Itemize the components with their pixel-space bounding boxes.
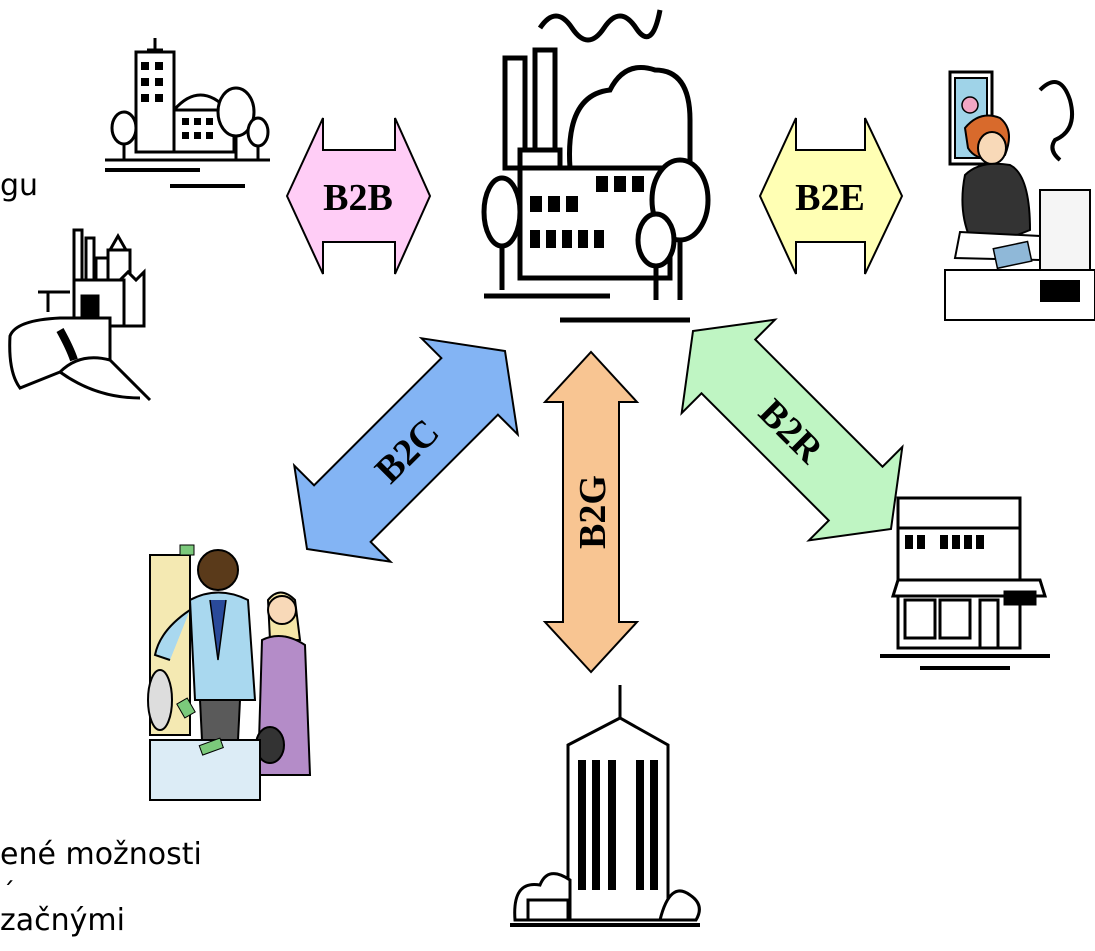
factory-clipart (481, 9, 711, 323)
office-park-clipart (105, 38, 270, 188)
artist-at-desk-clipart (944, 70, 1095, 321)
b2g-arrow: B2G (542, 350, 640, 674)
b2b-label: B2B (323, 177, 393, 219)
retail-store-clipart (880, 496, 1050, 670)
text-fragment-middle: ené možnosti (0, 837, 202, 872)
government-tower-clipart (510, 685, 701, 927)
text-fragment-bottom: začnými (0, 903, 125, 938)
text-fragment-top: gu (0, 168, 39, 203)
power-plant-clipart (8, 228, 152, 402)
b2e-label: B2E (795, 177, 865, 219)
salesman-and-customer-clipart (147, 544, 312, 801)
b2r-arrow: B2R (680, 318, 904, 542)
b2e-arrow: B2E (758, 117, 904, 275)
b2g-label: B2G (572, 475, 614, 549)
b2b-arrow: B2B (285, 117, 432, 275)
b2c-arrow: B2C (292, 336, 520, 564)
text-fragment-accent: ˊ (2, 878, 15, 908)
